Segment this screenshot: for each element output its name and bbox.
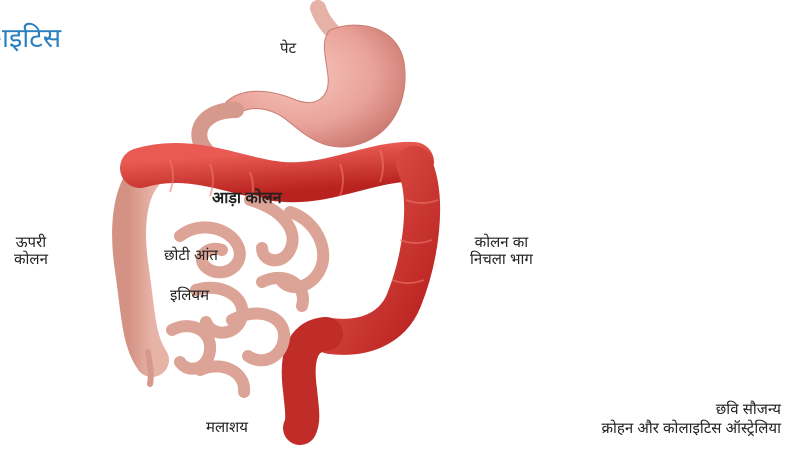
- stomach: [226, 25, 405, 147]
- label-small-intestine: छोटी आंत: [164, 247, 218, 264]
- image-credit-line1: छवि सौजन्य: [602, 400, 781, 419]
- image-credit-line2: क्रोहन और कोलाइटिस ऑस्ट्रेलिया: [602, 419, 781, 438]
- image-credit: छवि सौजन्य क्रोहन और कोलाइटिस ऑस्ट्रेलिय…: [602, 400, 781, 438]
- label-descending-colon-line2: निचला भाग: [470, 251, 533, 268]
- rectum: [299, 334, 326, 428]
- label-transverse-colon: आड़ा कोलन: [212, 190, 282, 207]
- label-rectum: मलाशय: [206, 419, 248, 436]
- label-descending-colon-line1: कोलन का: [470, 234, 533, 251]
- label-stomach: पेट: [280, 40, 296, 57]
- ascending-colon: [129, 170, 152, 360]
- label-ileum: इलियम: [170, 287, 209, 304]
- label-ascending-colon: ऊपरी कोलन: [14, 234, 48, 268]
- appendix: [148, 352, 151, 384]
- label-descending-colon: कोलन का निचला भाग: [470, 234, 533, 268]
- label-ascending-colon-line1: ऊपरी: [14, 234, 48, 251]
- label-ascending-colon-line2: कोलन: [14, 251, 48, 268]
- transverse-colon: [140, 162, 414, 182]
